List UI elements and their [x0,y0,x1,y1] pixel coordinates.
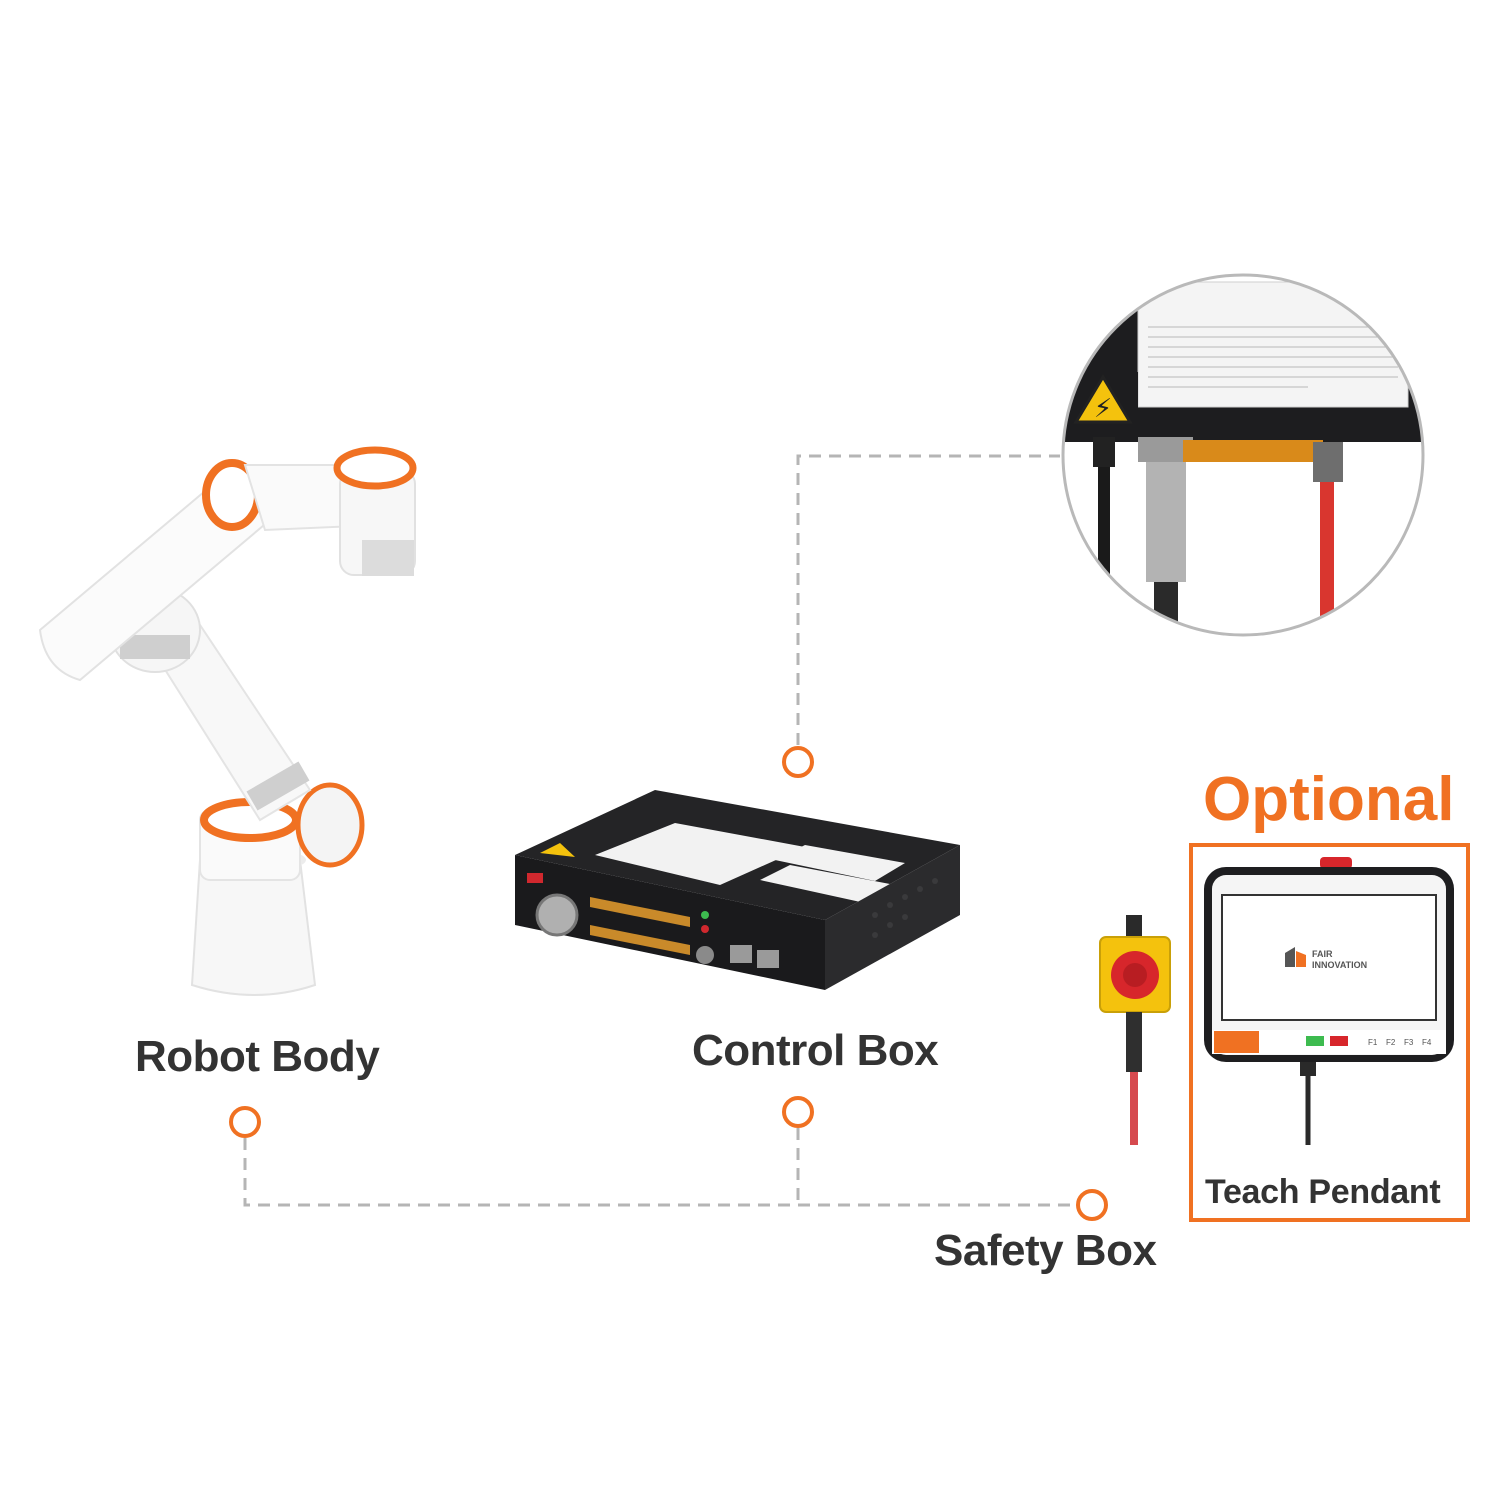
control-box-illustration [515,790,960,990]
robot-arm-illustration [38,446,417,996]
pendant-key-f3: F3 [1404,1038,1414,1047]
safety-box-label: Safety Box [934,1226,1157,1275]
control-top-node [782,746,814,778]
pendant-brand-line2: INNOVATION [1312,960,1367,970]
teach-pendant-illustration: FAIR INNOVATION F1 F2 F3 F4 [1204,857,1454,1145]
pendant-key-f1: F1 [1368,1038,1378,1047]
connector-detail-circle: ⚡ [1061,273,1425,637]
safety-box-illustration [1099,915,1171,1145]
pendant-brand-line1: FAIR [1312,949,1333,959]
optional-label: Optional [1203,765,1455,834]
pendant-key-f2: F2 [1386,1038,1396,1047]
robot-node [229,1106,261,1138]
safety-node [1076,1189,1108,1221]
optional-frame [1189,843,1470,1222]
teach-pendant-label: Teach Pendant [1205,1173,1441,1211]
robot-body-label: Robot Body [135,1032,380,1081]
control-box-label: Control Box [692,1026,939,1075]
robot-to-control-line [243,1138,1078,1207]
control-to-detail-line [796,454,1060,745]
pendant-key-f4: F4 [1422,1038,1432,1047]
control-bottom-node [782,1096,814,1128]
svg-text:⚡: ⚡ [1094,393,1112,423]
